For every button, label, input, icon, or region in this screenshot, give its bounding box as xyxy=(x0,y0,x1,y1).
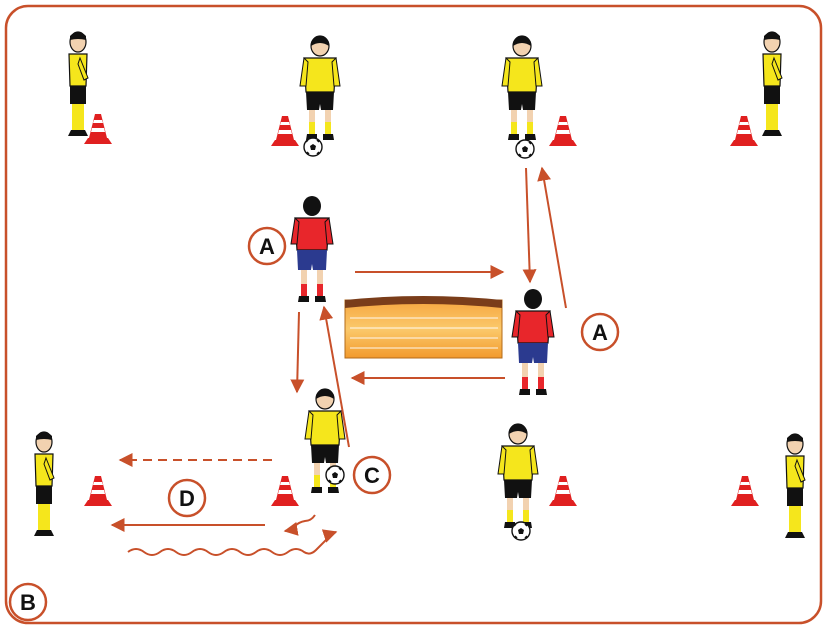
label-c: C xyxy=(354,457,390,493)
label-d: D xyxy=(169,480,205,516)
cone-icon xyxy=(549,476,577,506)
player-icon xyxy=(498,424,538,528)
run-arrow xyxy=(542,168,566,308)
cone-icon xyxy=(271,476,299,506)
run-arrow xyxy=(297,312,299,392)
player-icon xyxy=(34,432,54,536)
label-a-right-text: A xyxy=(592,320,608,345)
cone-icon xyxy=(731,476,759,506)
ball-icon xyxy=(512,522,530,540)
cone-icon xyxy=(84,114,112,144)
cone-icon xyxy=(549,116,577,146)
player-icon xyxy=(512,289,554,395)
label-d-text: D xyxy=(179,486,195,511)
dribble-arrow xyxy=(285,515,315,531)
player-icon xyxy=(68,32,88,136)
label-c-text: C xyxy=(364,463,380,488)
label-b-text: B xyxy=(20,590,36,615)
label-a-right: A xyxy=(582,314,618,350)
cone-icon xyxy=(84,476,112,506)
run-arrow xyxy=(526,168,530,282)
label-a-left: A xyxy=(249,228,285,264)
dribble-arrow xyxy=(128,532,336,555)
ball-icon xyxy=(516,140,534,158)
label-a-left-text: A xyxy=(259,234,275,259)
player-icon xyxy=(762,32,782,136)
player-icon xyxy=(502,36,542,140)
hurdle-icon xyxy=(345,296,502,358)
ball-icon xyxy=(304,138,322,156)
ball-icon xyxy=(326,466,344,484)
player-icon xyxy=(300,36,340,140)
player-icon xyxy=(785,434,805,538)
cone-icon xyxy=(271,116,299,146)
label-b: B xyxy=(10,584,46,620)
cone-icon xyxy=(730,116,758,146)
player-icon xyxy=(291,196,333,302)
